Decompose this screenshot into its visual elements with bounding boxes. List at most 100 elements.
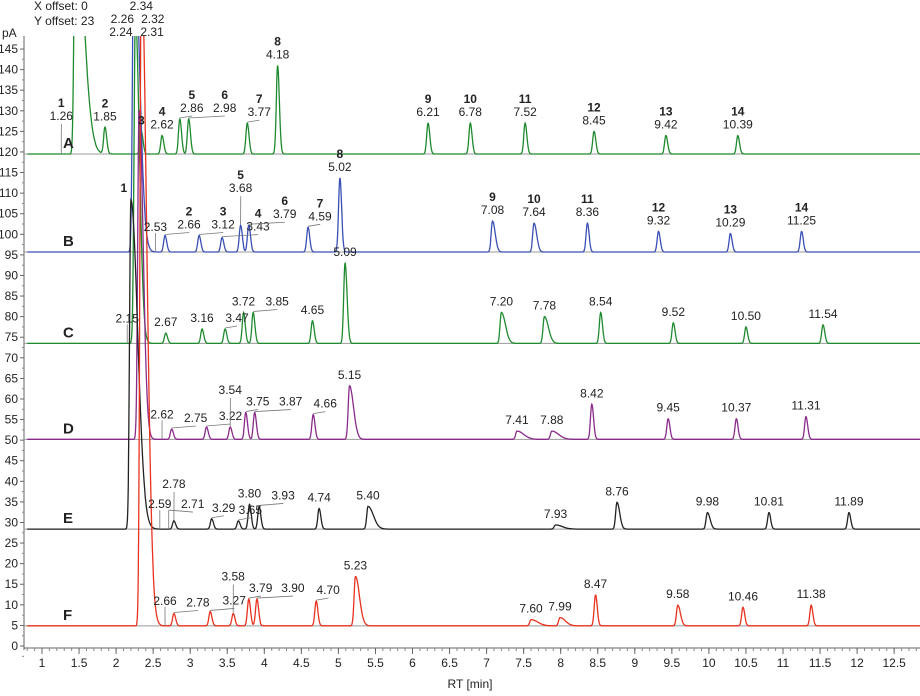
peak-rt-label: 1.85 xyxy=(93,109,117,123)
x-tick-label: 7.5 xyxy=(515,656,532,670)
peak-number-label: 11 xyxy=(581,192,594,206)
x-tick-label: 5.5 xyxy=(367,656,384,670)
peak-label-group: 7.93 xyxy=(544,507,568,521)
x-tick-label: 11 xyxy=(777,656,790,670)
peak-rt-label: 7.78 xyxy=(533,299,557,313)
y-tick-label: 125 xyxy=(0,124,18,138)
peak-label-group: 10.81 xyxy=(754,495,784,509)
peak-label-group: 9.58 xyxy=(666,587,690,601)
y-tick-label: 5 xyxy=(11,618,18,632)
y-tick-label: 80 xyxy=(5,310,19,324)
peak-number-label: 6 xyxy=(281,194,288,208)
trace-letter-E: E xyxy=(63,510,73,527)
peak-rt-label: 9.42 xyxy=(654,117,678,131)
x-tick-label: 5 xyxy=(335,656,342,670)
peak-rt-label: 11.31 xyxy=(791,399,820,413)
peak-rt-label: 3.27 xyxy=(223,593,247,607)
peak-rt-label: 6.21 xyxy=(416,105,440,119)
x-tick-label: 9.5 xyxy=(664,656,681,670)
peak-rt-label: 10.29 xyxy=(715,215,745,229)
peak-number-label: 3 xyxy=(220,205,227,219)
trace-C xyxy=(27,14,920,343)
peak-rt-label: 11.38 xyxy=(797,587,826,601)
y-tick-label: 85 xyxy=(5,289,19,303)
peak-rt-label: 3.90 xyxy=(281,581,305,595)
peak-rt-label: 2.75 xyxy=(184,411,208,425)
peak-label-group: 10.46 xyxy=(728,589,758,603)
peak-label-group: 3.123 xyxy=(211,205,235,232)
y-tick-label: 50 xyxy=(5,433,19,447)
y-tick-label: 40 xyxy=(5,474,19,488)
peak-rt-label: 7.20 xyxy=(490,295,514,309)
peak-rt-label: 4.66 xyxy=(314,397,338,411)
y-tick-label: 75 xyxy=(5,330,19,344)
peak-label-group: 3.29 xyxy=(212,501,236,515)
peak-label-group: 3.90 xyxy=(281,581,305,595)
peak-leader-line xyxy=(199,233,223,235)
peak-number-label: 14 xyxy=(731,104,745,118)
peak-label-group: 10.50 xyxy=(731,309,761,323)
x-tick-label: 4 xyxy=(261,656,268,670)
solvent-peak-label: 2.26 xyxy=(111,12,135,26)
peak-rt-label: 3.12 xyxy=(211,218,235,232)
peak-label-group: 3 xyxy=(138,113,145,127)
peak-label-group: 8.76 xyxy=(605,484,629,498)
x-tick-label: 6 xyxy=(409,656,416,670)
peak-leader-line xyxy=(238,518,250,520)
peak-label-group: 9.45 xyxy=(656,401,680,415)
x-tick-label: 10 xyxy=(702,656,716,670)
peak-label-group: 3.685 xyxy=(229,168,253,195)
y-tick-label: 25 xyxy=(5,536,19,550)
trace-D xyxy=(27,110,920,439)
peak-rt-label: 3.29 xyxy=(212,501,236,515)
x-tick-label: 10.5 xyxy=(734,656,758,670)
peak-rt-label: 3.79 xyxy=(273,207,297,221)
solvent-peak-label: 2.24 xyxy=(109,25,133,39)
peak-label-group: 2.75 xyxy=(184,411,208,425)
peak-rt-label: 5.09 xyxy=(333,245,357,259)
peak-label-group: 2.15 xyxy=(116,311,140,325)
peak-rt-label: 2.66 xyxy=(153,594,177,608)
peak-label-group: 3.93 xyxy=(271,488,295,502)
peak-label-group: 8.54 xyxy=(589,295,613,309)
peak-rt-label: 2.67 xyxy=(154,315,178,329)
peak-leader-line xyxy=(313,412,325,414)
x-tick-label: 4.5 xyxy=(293,656,310,670)
y-tick-label: 110 xyxy=(0,186,18,200)
peak-label-group: 7.78 xyxy=(533,299,557,313)
peak-leader-line xyxy=(189,116,225,118)
x-tick-label: 9 xyxy=(631,656,638,670)
peak-label-group: 7.089 xyxy=(481,190,505,217)
x-tick-label: 8 xyxy=(557,656,564,670)
peak-rt-label: 3.72 xyxy=(232,295,256,309)
peak-rt-label: 8.47 xyxy=(584,577,608,591)
peak-rt-label: 9.52 xyxy=(662,305,686,319)
peak-number-label: 11 xyxy=(519,92,532,106)
peak-leader-line xyxy=(255,410,291,412)
peak-number-label: 2 xyxy=(102,96,109,110)
y-tick-label: 20 xyxy=(5,557,19,571)
peak-number-label: 9 xyxy=(489,190,496,204)
peak-label-group: 4.66 xyxy=(314,397,338,411)
peak-leader-line xyxy=(172,426,196,428)
peak-label-group: 3.72 xyxy=(232,295,256,309)
peak-label-group: 3.16 xyxy=(190,311,214,325)
peak-rt-label: 2.71 xyxy=(181,497,205,511)
peak-label-group: 2.624 xyxy=(150,104,174,131)
peak-label-group: 3.47 xyxy=(225,311,249,325)
peak-label-group: 7.99 xyxy=(548,600,572,614)
peak-label-group: 5.09 xyxy=(333,245,357,259)
peak-label-group: 4.597 xyxy=(308,196,332,223)
peak-rt-label: 4.70 xyxy=(316,583,340,597)
peak-rt-label: 3.79 xyxy=(249,581,273,595)
y-tick-label: 60 xyxy=(5,392,19,406)
y-tick-label: 120 xyxy=(0,145,18,159)
peak-rt-label: 2.98 xyxy=(213,101,237,115)
peak-label-group: 3.27 xyxy=(223,593,247,607)
peak-label-group: 2.53 xyxy=(144,220,168,234)
